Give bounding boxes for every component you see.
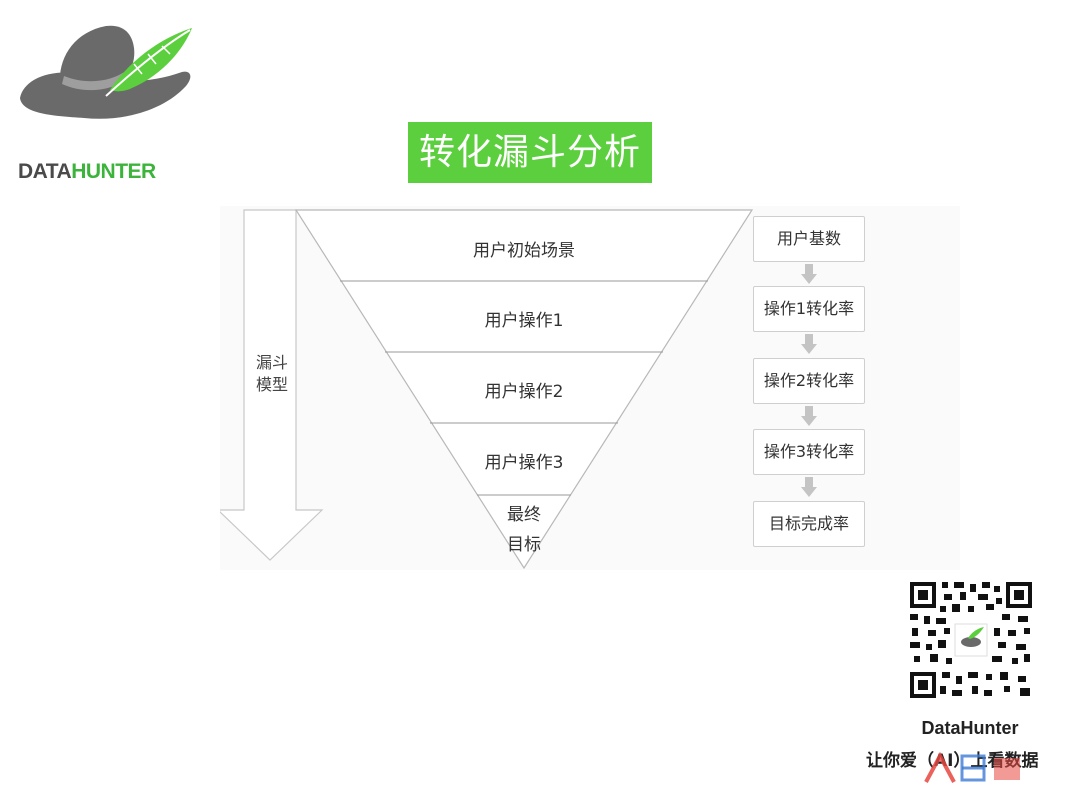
funnel-level-final-line2: 目标 [507,535,541,555]
footer-slogan: 让你爱（AI）上看数据 [866,751,1039,771]
funnel-graphic [220,209,754,570]
funnel-model-label: 漏斗 模型 [250,352,294,396]
brand-wordmark-part2: HUNTER [71,160,156,183]
step-op2-rate: 操作2转化率 [753,358,865,404]
qr-code-icon [908,580,1034,700]
funnel-outline [294,209,754,570]
brand-logo: DATAHUNTER [14,18,204,183]
arrow-down-icon [801,406,817,426]
step-goal-rate: 目标完成率 [753,501,865,547]
model-axis-arrow [220,209,324,561]
funnel-model-label-line2: 模型 [255,375,288,394]
step-op1-rate: 操作1转化率 [753,286,865,332]
step-user-base: 用户基数 [753,216,865,262]
feather-icon [105,28,192,97]
page-title: 转化漏斗分析 [408,122,652,183]
funnel-level-2: 用户操作1 [484,311,564,331]
arrow-down-icon [801,477,817,497]
arrow-down-icon [801,264,817,284]
funnel-level-final: 最终 目标 [494,500,554,560]
funnel-diagram: 漏斗 模型 用户初始场景 用户操作1 用户操作2 用户操作3 最终 目标 用户基… [220,206,960,570]
step-op3-rate: 操作3转化率 [753,429,865,475]
funnel-level-final-line1: 最终 [507,505,541,525]
brand-wordmark-part1: DATA [18,160,72,183]
funnel-level-4: 用户操作3 [484,453,564,473]
footer-brand-name: DataHunter [921,718,1019,738]
funnel-level-1: 用户初始场景 [473,241,575,261]
hat-icon [20,25,191,119]
funnel-model-label-line1: 漏斗 [255,353,288,372]
arrow-down-icon [801,334,817,354]
brand-wordmark: DATAHUNTER [18,160,156,184]
funnel-level-3: 用户操作2 [484,382,564,402]
